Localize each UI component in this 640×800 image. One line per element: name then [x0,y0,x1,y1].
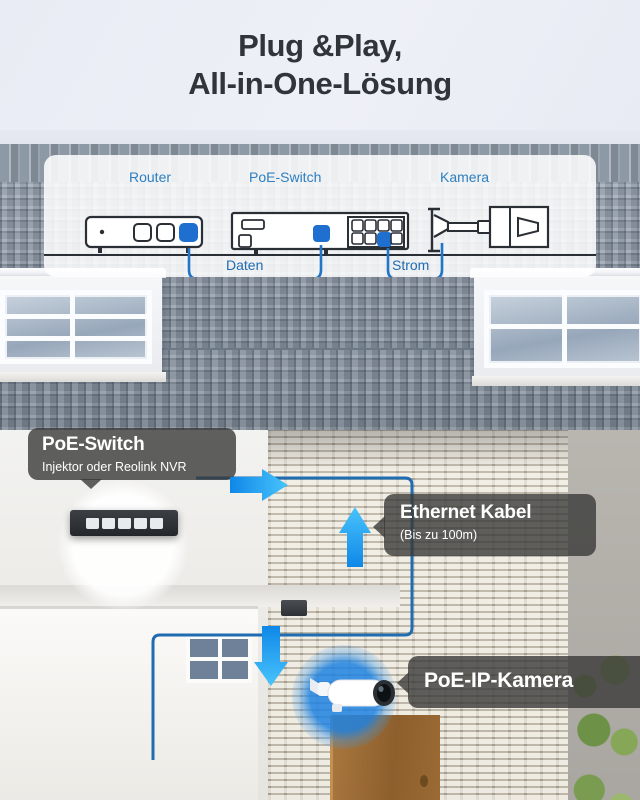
cable-label-daten: Daten [226,257,264,273]
poe-switch-callout-subtitle: Injektor oder Reolink NVR [42,459,187,474]
arrow-up-icon [339,507,371,567]
dormer-left-window [0,290,152,364]
poe-ip-kamera-callout[interactable]: PoE-IP-Kamera [397,656,640,708]
ethernet-kabel-callout[interactable]: Ethernet Kabel (Bis zu 100m) [373,494,596,556]
poe-switch-callout-title: PoE-Switch [42,434,145,455]
dormer-right [474,276,640,380]
header: Plug &Play, All-in-One-Lösung [0,0,640,130]
diagram-cables [187,243,444,277]
arrow-right-icon [230,469,288,501]
rj45-port [85,517,99,529]
ethernet-kabel-callout-subtitle: (Bis zu 100m) [400,527,478,542]
callout-tail [397,672,409,694]
poe-switch-device [70,510,178,536]
dormer-right-sill [472,376,640,386]
bullet-camera-icon [428,205,550,253]
facade-window [186,635,252,683]
diagram-label-router: Router [129,169,172,185]
dormer-left [0,276,162,376]
arrow-down-icon [254,626,288,686]
rj45-port [133,517,147,529]
router-icon [84,215,204,253]
dormer-right-window [484,290,640,368]
rj45-port [149,517,163,529]
soffit [0,585,400,607]
ethernet-kabel-callout-title: Ethernet Kabel [400,502,532,523]
page-title-line1: Plug &Play, [238,28,402,64]
poe-ip-kamera-callout-title: PoE-IP-Kamera [424,669,574,692]
page-title-line2: All-in-One-Lösung [188,66,452,101]
callout-tail [80,479,102,489]
door-knob [420,775,428,787]
rj45-port [117,517,131,529]
stone-wall-shadow [268,430,568,470]
poe-switch-callout[interactable]: PoE-Switch Injektor oder Reolink NVR [28,428,236,489]
connection-diagram-panel: Router PoE-Switch Kamera [44,155,596,277]
diagram-label-poe-switch: PoE-Switch [249,169,322,185]
dormer-left-sill [0,372,166,382]
switch-glow [58,480,188,610]
rj45-port [101,517,115,529]
outdoor-lamp [281,600,307,616]
diagram-label-kamera: Kamera [440,169,490,185]
cable-label-strom: Strom [392,257,430,273]
